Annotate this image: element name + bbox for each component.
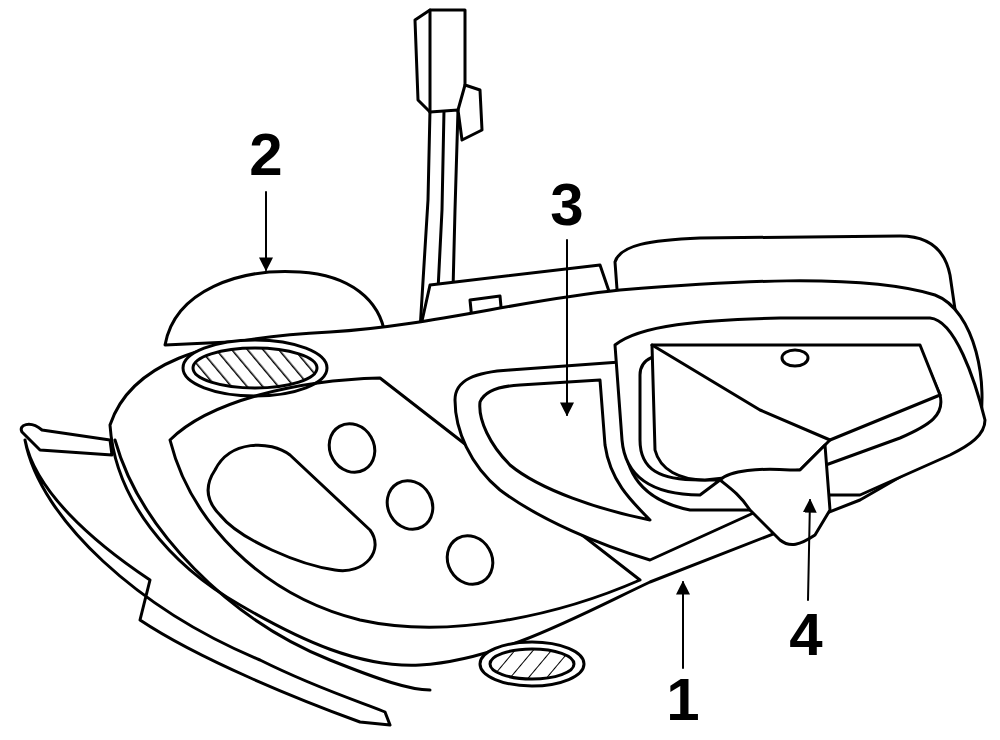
speaker-grille <box>183 340 327 396</box>
connector-plug <box>430 10 465 112</box>
speaker-grille <box>480 642 584 686</box>
connector-plug <box>415 10 482 140</box>
callout-holder: 3 <box>550 175 583 235</box>
callout-holder: 2 <box>249 125 282 185</box>
callout-holder: 4 <box>789 605 822 665</box>
callout-number: 3 <box>550 175 583 235</box>
door-clip <box>720 445 830 545</box>
switch-button <box>320 415 383 480</box>
leader-line <box>566 240 568 415</box>
leader-line <box>808 500 810 600</box>
lower-edge <box>115 440 430 690</box>
callout-holder: 1 <box>666 670 699 730</box>
switch-button <box>438 527 501 592</box>
speaker-grille <box>193 348 317 388</box>
callout-number: 2 <box>249 125 282 185</box>
sunglass-door-edge <box>652 345 830 440</box>
callout-number: 1 <box>666 670 699 730</box>
switch-button <box>378 472 441 537</box>
door-screw <box>782 350 808 366</box>
leader-line <box>682 582 684 668</box>
sunglass-door <box>652 345 940 480</box>
callout-number: 4 <box>789 605 822 665</box>
left-tip <box>21 424 112 455</box>
leader-line <box>265 192 267 270</box>
speaker-grille <box>490 649 574 679</box>
